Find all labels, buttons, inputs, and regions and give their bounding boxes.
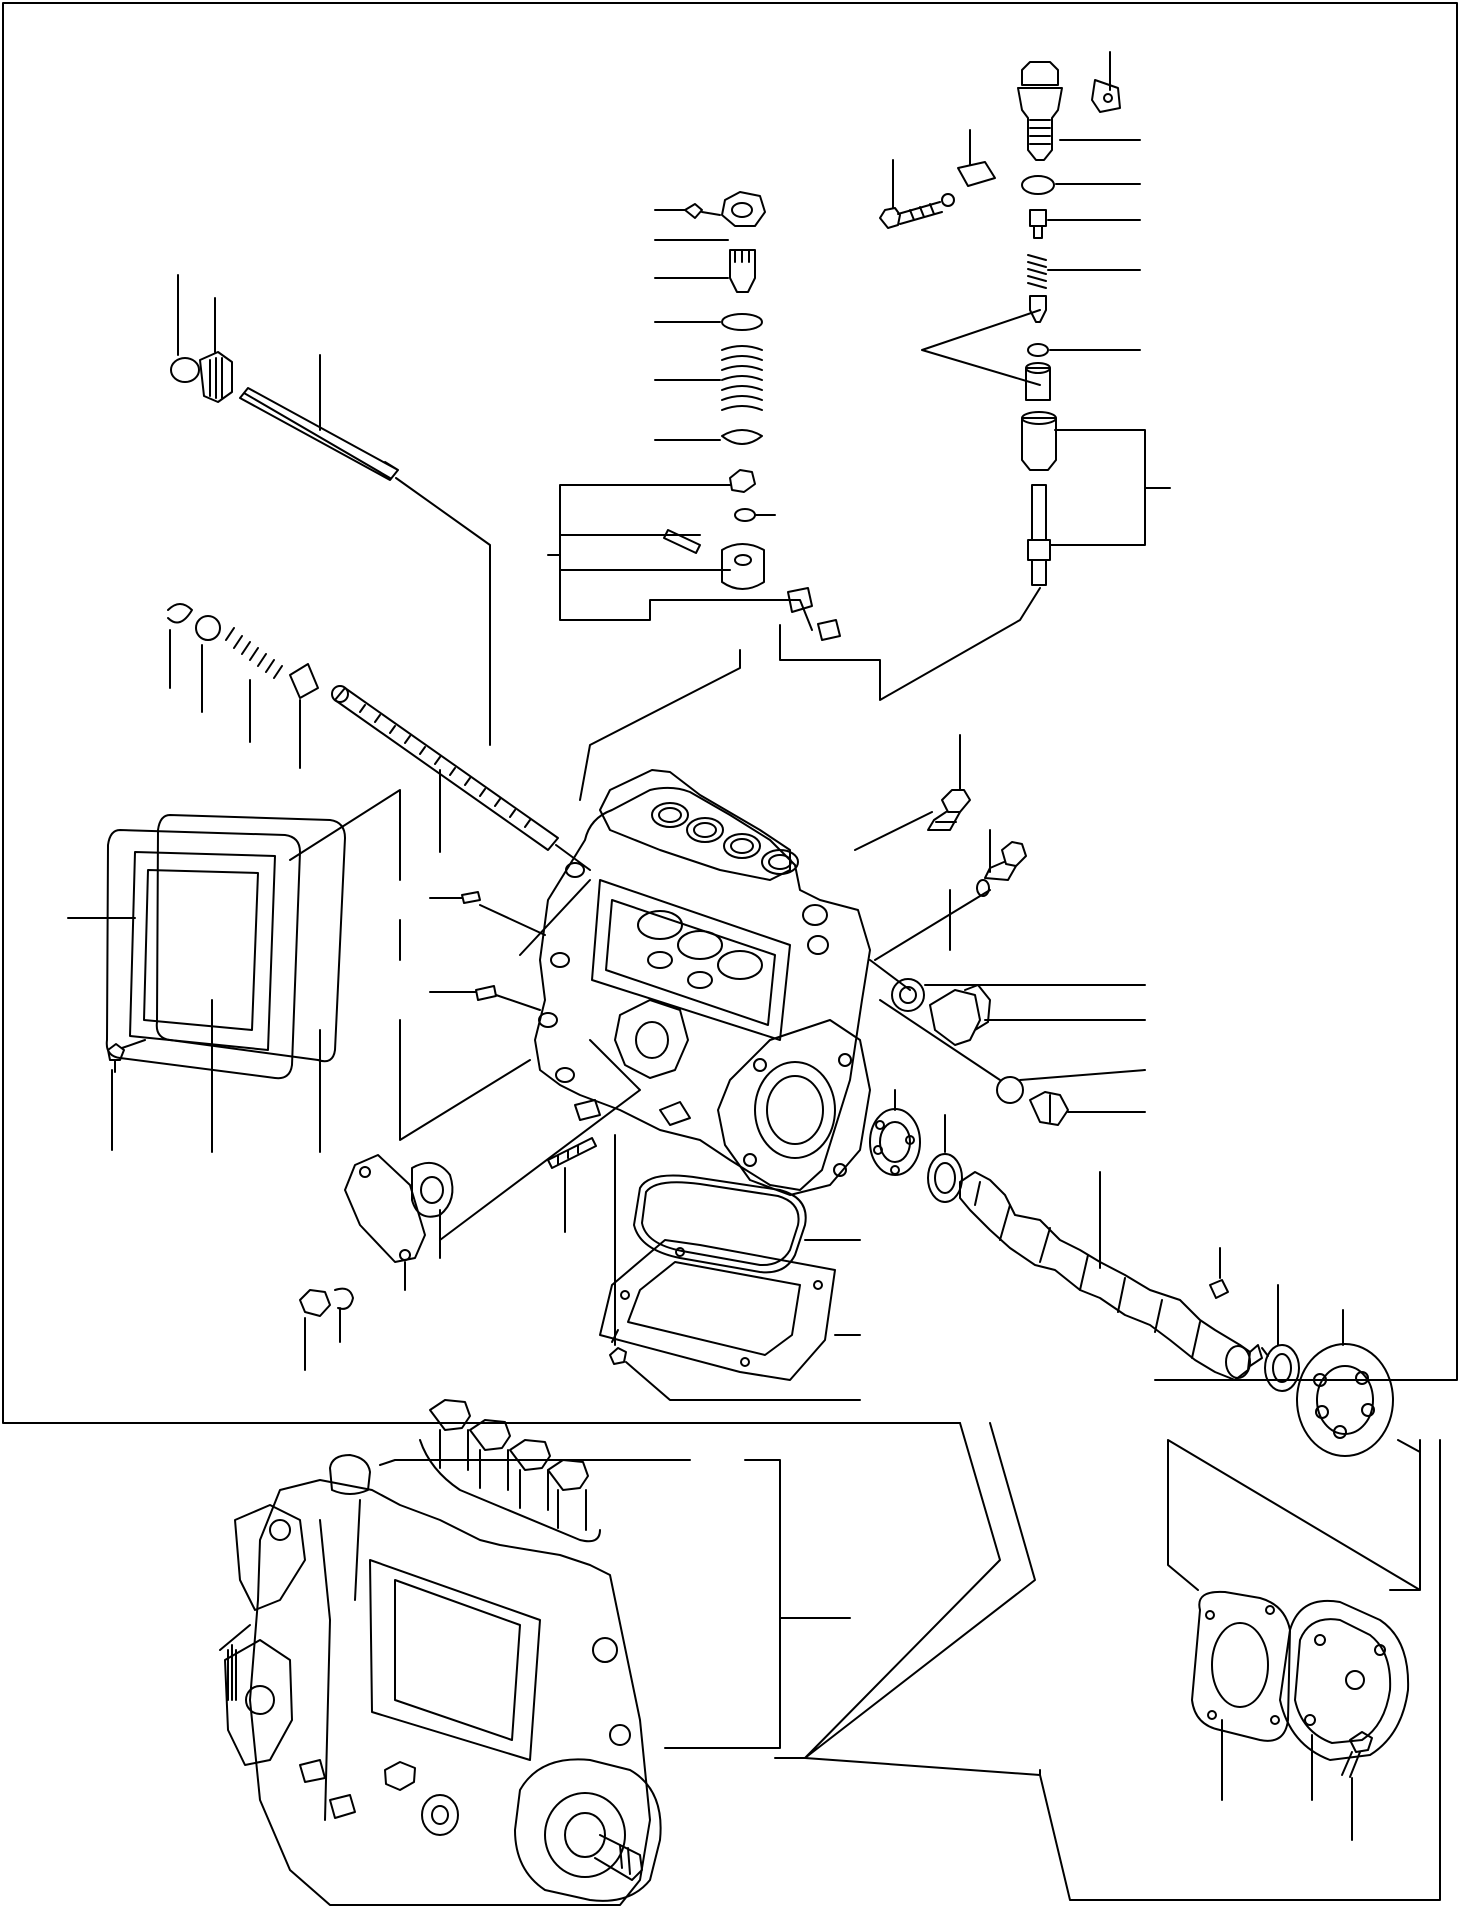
delivery-valve-spring bbox=[1028, 255, 1046, 288]
bottom-o-ring bbox=[634, 1176, 806, 1273]
hex-nut bbox=[300, 1290, 330, 1316]
cover-bolt-b bbox=[1342, 1732, 1372, 1777]
tappet bbox=[722, 544, 764, 589]
bearing-cover-group bbox=[1168, 1440, 1420, 1840]
plug-screw bbox=[985, 842, 1026, 880]
stud-bolt bbox=[548, 1138, 596, 1168]
dowel-pin-2 bbox=[476, 986, 496, 1000]
main-view-frame bbox=[3, 3, 1457, 1423]
lower-spring-seat bbox=[722, 430, 762, 444]
bearing-cover bbox=[1280, 1601, 1408, 1760]
woodruff-key bbox=[1210, 1280, 1228, 1298]
bore-3 bbox=[724, 834, 760, 858]
spring-washer-b bbox=[335, 1289, 353, 1309]
pump-housing bbox=[535, 770, 870, 1195]
rack-bushing bbox=[290, 664, 318, 698]
cover-gasket bbox=[157, 815, 345, 1061]
camshaft bbox=[960, 1172, 1250, 1380]
plunger-spring-group bbox=[548, 192, 840, 640]
lock-nut bbox=[735, 509, 755, 521]
plunger-spring bbox=[722, 346, 762, 410]
small-o-ring bbox=[977, 880, 989, 896]
housing-right-parts bbox=[855, 735, 1145, 1125]
seal-washer bbox=[892, 979, 924, 1011]
roller-bushing bbox=[818, 620, 840, 640]
element-bracket bbox=[922, 310, 1170, 545]
valve-stopper bbox=[1030, 210, 1046, 238]
lock-plate bbox=[958, 162, 995, 186]
mounting-flange bbox=[718, 1020, 870, 1195]
bottom-screw bbox=[610, 1330, 626, 1364]
plunger-spring-leaders bbox=[580, 210, 775, 800]
valve-seat bbox=[1026, 368, 1050, 400]
control-sleeve bbox=[730, 250, 755, 292]
clamp-plate bbox=[1092, 80, 1120, 112]
tappet-roller bbox=[788, 588, 812, 612]
dowel-pin-1 bbox=[462, 892, 480, 903]
o-ring-left bbox=[171, 358, 199, 382]
inspection-cover-group bbox=[68, 790, 400, 1152]
plunger-barrel bbox=[1022, 418, 1056, 470]
gasket bbox=[1028, 344, 1048, 356]
camshaft-group bbox=[870, 1090, 1393, 1456]
rack-spring bbox=[226, 628, 282, 678]
snap-ring bbox=[168, 604, 192, 623]
plug bbox=[200, 352, 232, 402]
bore-4 bbox=[762, 850, 798, 874]
delivery-valve bbox=[1030, 296, 1046, 322]
delivery-valve-group bbox=[880, 62, 1170, 585]
delivery-valve-leaders bbox=[780, 52, 1140, 700]
control-rack bbox=[335, 688, 558, 850]
housing-body bbox=[535, 788, 870, 1190]
bore-2 bbox=[687, 818, 723, 842]
bore-1 bbox=[652, 803, 688, 827]
spring-washer bbox=[942, 194, 954, 206]
control-rack-group bbox=[168, 604, 590, 870]
plunger bbox=[1028, 485, 1050, 585]
assembly-connector bbox=[775, 1423, 1440, 1900]
plug-bolt bbox=[1030, 1092, 1068, 1125]
o-ring-right bbox=[997, 1077, 1023, 1103]
overflow-valve bbox=[930, 985, 990, 1045]
bottom-cover bbox=[600, 1240, 835, 1380]
rack-cover-group bbox=[171, 275, 490, 745]
inspection-cover bbox=[107, 830, 300, 1078]
cover-bolt bbox=[108, 1040, 145, 1060]
side-cover-group bbox=[300, 1040, 640, 1370]
bottom-cover-group bbox=[600, 1135, 860, 1400]
washer bbox=[196, 616, 220, 640]
upper-spring-seat bbox=[722, 314, 762, 330]
hold-down-bolt bbox=[880, 202, 942, 228]
air-vent-screw bbox=[928, 790, 970, 830]
tappet-adjust-bolt bbox=[730, 470, 755, 492]
housing-pins bbox=[400, 880, 590, 1140]
camshaft-shim bbox=[1265, 1345, 1299, 1391]
tappet-pin bbox=[664, 530, 700, 553]
delivery-valve-holder bbox=[1018, 62, 1062, 160]
control-sleeve-pinion bbox=[722, 192, 765, 226]
rack-cover-tube bbox=[240, 388, 398, 480]
tappet-bracket bbox=[548, 485, 812, 630]
o-ring bbox=[1022, 176, 1054, 194]
pinion-screw bbox=[685, 204, 720, 218]
side-plate bbox=[345, 1155, 425, 1262]
outer-bearing bbox=[1297, 1344, 1393, 1456]
pump-assembly bbox=[220, 1400, 850, 1905]
cover-gasket-b bbox=[1192, 1592, 1290, 1741]
side-gasket bbox=[412, 1163, 452, 1217]
bearing-shim bbox=[928, 1154, 962, 1202]
